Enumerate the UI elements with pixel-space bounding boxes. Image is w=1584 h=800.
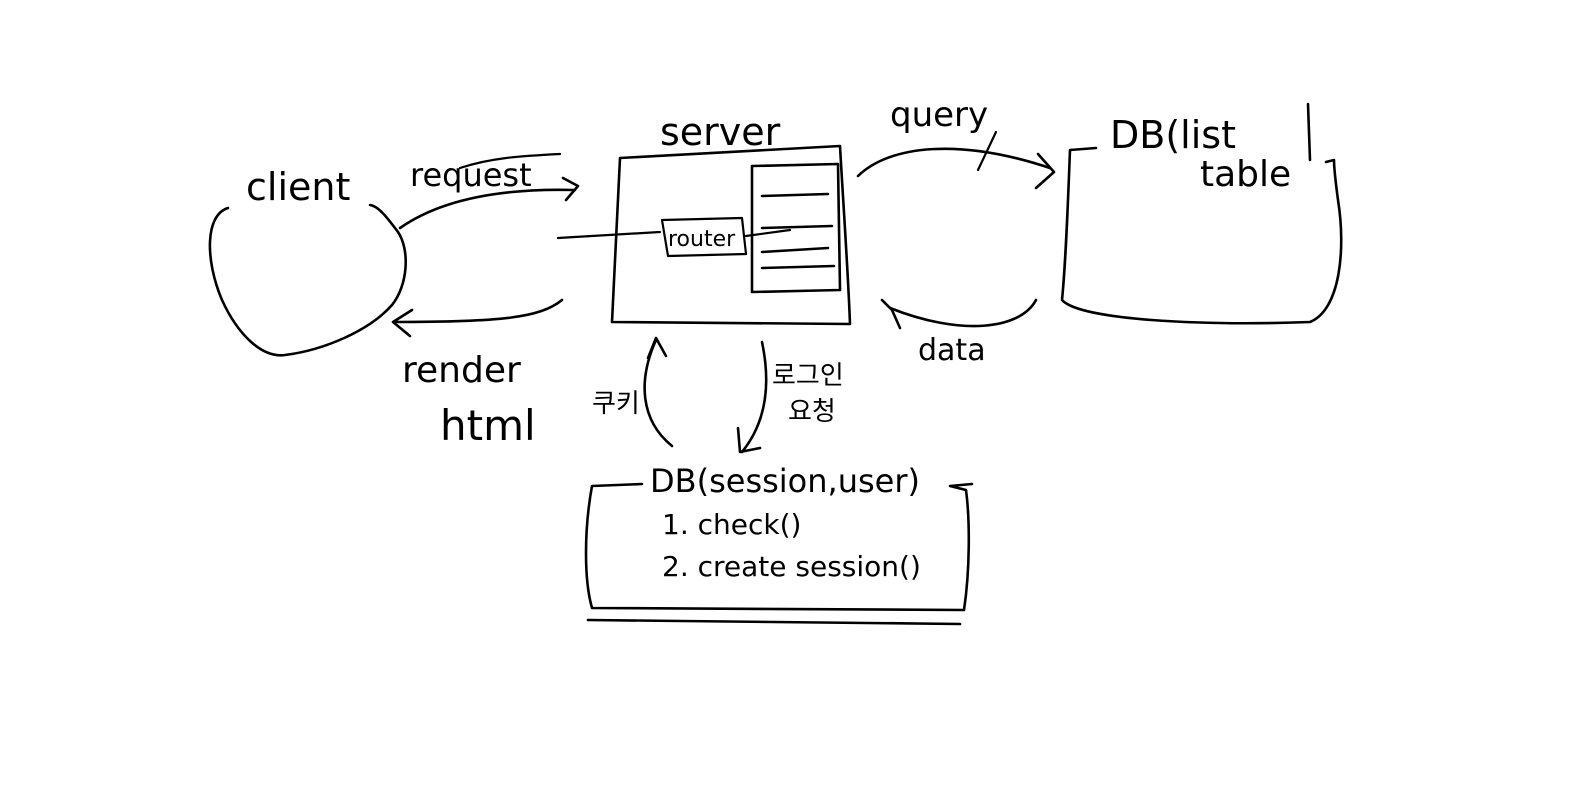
route-line-3 [760,246,830,254]
router-to-routes-line [744,228,792,238]
query-arrow [856,147,1052,178]
cookie-arrowhead [646,336,668,360]
request-arrow [398,188,577,230]
incoming-request-line [556,230,662,240]
login-label: 로그인 [772,361,844,391]
router-box [660,216,748,258]
data-label: data [918,333,986,368]
login-request-arrow [740,340,768,454]
session-step-create: 2. create session() [662,550,921,583]
db-list-label: DB(list [1110,113,1236,157]
client-node-shape [208,203,407,357]
session-db-node-shape [584,482,974,612]
render-html-label: html [440,401,536,450]
route-line-4 [760,264,836,270]
server-routes-panel [750,162,842,294]
request-label-scribble [458,152,562,170]
session-step-check: 1. check() [662,508,801,541]
route-line-2 [760,224,834,230]
route-line-1 [760,192,830,198]
db-list-node-shape [1060,146,1343,325]
db-table-label: table [1200,154,1291,195]
login-request-label: 요청 [788,397,836,427]
query-arrowhead [1034,152,1056,190]
router-label: router [668,227,736,252]
request-arrowhead [561,176,580,202]
server-node-shape [610,144,852,326]
data-arrowhead [880,298,902,330]
client-label: client [246,165,350,209]
db-list-bracket [1306,102,1312,162]
session-db-label: DB(session,user) [650,462,920,500]
render-label: render [402,350,521,391]
session-db-underline [586,618,962,626]
cookie-label: 쿠키 [592,389,640,419]
render-arrowhead [391,308,414,338]
data-arrow [888,298,1038,328]
query-label-tail [976,130,998,172]
request-label: request [410,156,532,194]
server-label: server [660,110,781,154]
login-request-arrowhead [736,426,762,454]
query-label: query [890,95,988,135]
render-arrow [393,298,564,324]
